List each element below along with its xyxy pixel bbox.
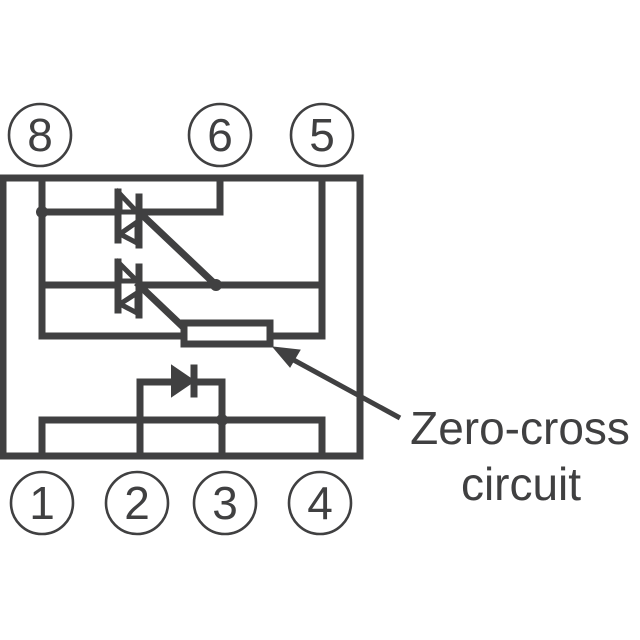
pin-number: 4 xyxy=(307,477,333,529)
pin-number: 2 xyxy=(124,477,150,529)
pin-8: 8 xyxy=(7,102,73,168)
pin-6: 6 xyxy=(187,102,253,168)
pin-circle xyxy=(9,470,75,536)
pin-2: 2 xyxy=(104,470,170,536)
bottom-bus xyxy=(38,416,326,460)
callout-label-line1: Zero-cross xyxy=(410,402,630,454)
pin-5: 5 xyxy=(289,102,355,168)
package-outline xyxy=(0,174,364,460)
pin-circle xyxy=(289,102,355,168)
arrow-head-icon xyxy=(271,346,301,368)
pin-1: 1 xyxy=(9,470,75,536)
pin-number: 6 xyxy=(207,109,233,161)
callout-label-line2: circuit xyxy=(461,458,581,510)
pin-4: 4 xyxy=(287,470,353,536)
zero-cross-block xyxy=(180,319,274,348)
pin-3: 3 xyxy=(192,470,258,536)
pin-circle xyxy=(192,470,258,536)
driver-triac-icon xyxy=(114,257,144,319)
pin-circle xyxy=(287,470,353,536)
pin8-bus xyxy=(38,174,185,340)
wire-triac2-gate xyxy=(134,280,186,330)
pin-circle xyxy=(7,102,73,168)
wire-triac1-gate xyxy=(134,207,221,290)
pin5-bus xyxy=(269,174,326,340)
wire-pin6 xyxy=(135,174,224,216)
led-diode-icon xyxy=(171,364,198,398)
pin-number: 5 xyxy=(309,109,335,161)
callout-line xyxy=(288,355,402,421)
pin-circle xyxy=(104,470,170,536)
wire-led-anode xyxy=(136,378,175,428)
wire-led-cathode xyxy=(190,378,226,424)
pin-circle xyxy=(187,102,253,168)
pin-number: 8 xyxy=(27,109,53,161)
pin-number: 1 xyxy=(29,477,55,529)
output-triac-icon xyxy=(114,187,143,249)
pin-number: 3 xyxy=(212,477,238,529)
